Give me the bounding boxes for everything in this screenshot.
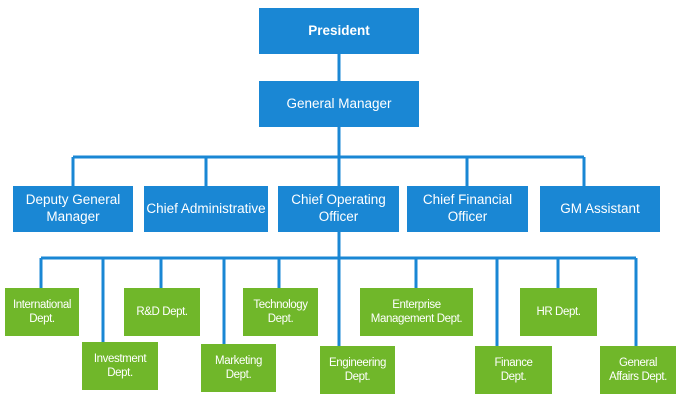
node-finance-dept: Finance Dept.: [475, 346, 552, 394]
node-investment-dept-label: Investment Dept.: [93, 352, 147, 379]
node-finance-dept-label: Finance Dept.: [494, 356, 533, 383]
node-hr-dept: HR Dept.: [520, 288, 597, 336]
node-deputy-general-manager-label: Deputy General Manager: [25, 192, 121, 224]
node-president-label: President: [308, 22, 370, 38]
node-chief-operating-officer: Chief Operating Officer: [278, 186, 399, 232]
node-international-dept-label: International Dept.: [12, 298, 72, 325]
node-gm-assistant-label: GM Assistant: [560, 200, 640, 216]
node-marketing-dept: Marketing Dept.: [201, 344, 276, 392]
node-deputy-general-manager: Deputy General Manager: [13, 186, 133, 232]
node-marketing-dept-label: Marketing Dept.: [215, 354, 262, 381]
node-enterprise-management-dept-label: Enterprise Management Dept.: [370, 298, 463, 325]
node-engineering-dept-label: Engineering Dept.: [329, 356, 386, 383]
node-investment-dept: Investment Dept.: [82, 342, 158, 390]
node-chief-operating-officer-label: Chief Operating Officer: [291, 192, 386, 224]
node-chief-administrative: Chief Administrative: [144, 186, 268, 232]
node-general-affairs-dept: General Affairs Dept.: [600, 346, 676, 394]
node-president: President: [259, 8, 419, 54]
node-general-manager: General Manager: [259, 81, 419, 127]
node-engineering-dept: Engineering Dept.: [320, 346, 395, 394]
node-chief-administrative-label: Chief Administrative: [146, 200, 266, 216]
node-hr-dept-label: HR Dept.: [536, 305, 581, 318]
node-chief-financial-officer: Chief Financial Officer: [407, 186, 528, 232]
node-chief-financial-officer-label: Chief Financial Officer: [422, 192, 513, 224]
node-rd-dept-label: R&D Dept.: [136, 305, 188, 318]
node-enterprise-management-dept: Enterprise Management Dept.: [360, 288, 473, 336]
node-technology-dept: Technology Dept.: [243, 288, 318, 336]
node-rd-dept: R&D Dept.: [124, 288, 200, 336]
node-general-affairs-dept-label: General Affairs Dept.: [609, 356, 667, 383]
node-gm-assistant: GM Assistant: [540, 186, 660, 232]
node-general-manager-label: General Manager: [286, 95, 392, 111]
node-international-dept: International Dept.: [5, 288, 79, 336]
node-technology-dept-label: Technology Dept.: [253, 298, 308, 325]
